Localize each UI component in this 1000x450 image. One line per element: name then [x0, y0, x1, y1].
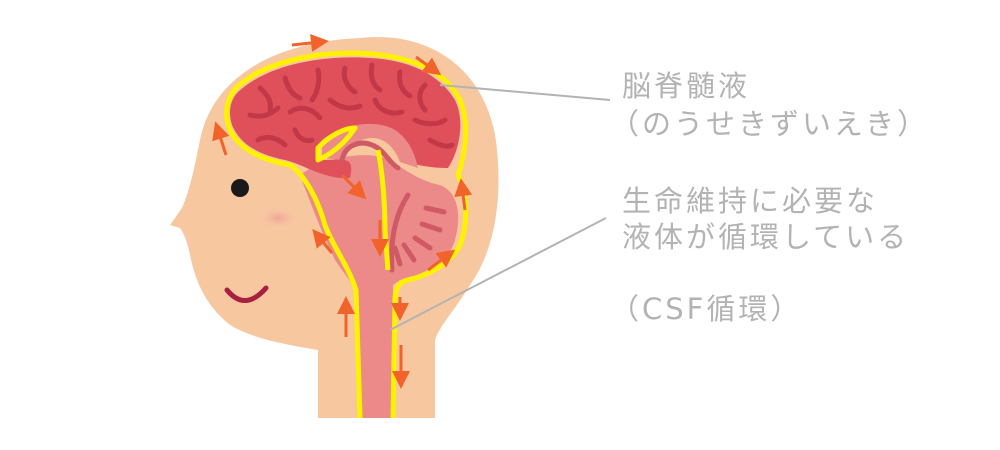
leader-line-circulation: [389, 217, 607, 331]
csf-outline: [224, 50, 469, 419]
label-description-line1: 生命維持に必要な: [622, 184, 879, 218]
brainstem-cerebellum: [300, 155, 459, 418]
flow-arrow: [427, 249, 456, 272]
mouth: [224, 285, 269, 303]
cerebellum-folds: [392, 205, 447, 267]
label-csf-circulation: （CSF循環）: [610, 292, 803, 326]
corpus-callosum: [322, 123, 418, 168]
label-csf-name: 脳脊髄液: [622, 69, 751, 103]
leader-line-csf: [439, 84, 611, 101]
label-csf-reading: （のうせきずいえき）: [610, 107, 930, 141]
flow-arrow: [454, 178, 473, 211]
brainstem-line: [389, 192, 411, 273]
eye: [231, 179, 249, 197]
flow-arrow: [212, 121, 230, 156]
flow-arrow: [340, 173, 367, 200]
csf-flow-arrows: [212, 34, 473, 389]
label-description-line2: 液体が循環している: [622, 220, 910, 254]
flow-arrow: [312, 229, 334, 254]
cerebrum-folds: [247, 62, 455, 149]
flow-arrow: [415, 55, 442, 76]
flow-arrow: [291, 34, 329, 52]
fornix-line: [339, 140, 401, 171]
cheek: [258, 207, 298, 229]
